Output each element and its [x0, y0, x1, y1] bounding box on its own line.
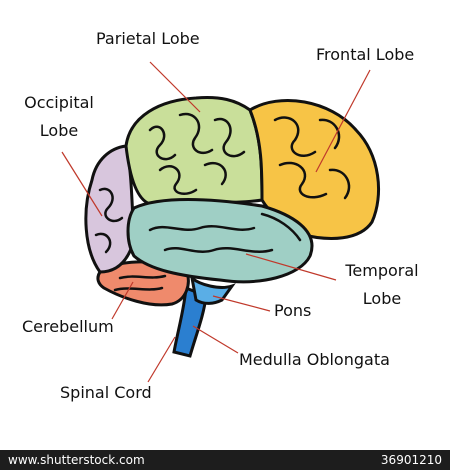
label-medulla-oblongata: Medulla Oblongata	[239, 350, 390, 369]
label-temporal-line-2: Lobe	[362, 289, 402, 308]
label-occipital-line-2: Lobe	[39, 121, 79, 140]
frontal-region	[248, 99, 381, 240]
label-occipital-line-1: Occipital	[24, 93, 94, 112]
spinal-cord	[172, 285, 208, 358]
label-pons: Pons	[274, 301, 312, 320]
occipital-region	[84, 144, 136, 274]
temporal-region	[126, 198, 314, 284]
pons-medulla	[189, 274, 236, 305]
label-frontal-lobe: Frontal Lobe	[316, 45, 415, 64]
parietal-region	[124, 96, 264, 206]
label-spinal-cord: Spinal Cord	[60, 383, 152, 402]
label-parietal-lobe: Parietal Lobe	[96, 29, 200, 48]
watermark-id: 36901210	[380, 453, 442, 467]
label-cerebellum: Cerebellum	[22, 317, 114, 336]
label-temporal-line-1: Temporal	[345, 261, 419, 280]
brain-folds	[94, 112, 351, 292]
leader-lines	[61, 61, 371, 383]
watermark-site: www.shutterstock.com	[8, 453, 145, 467]
watermark-bar: www.shutterstock.com 36901210	[0, 450, 450, 470]
